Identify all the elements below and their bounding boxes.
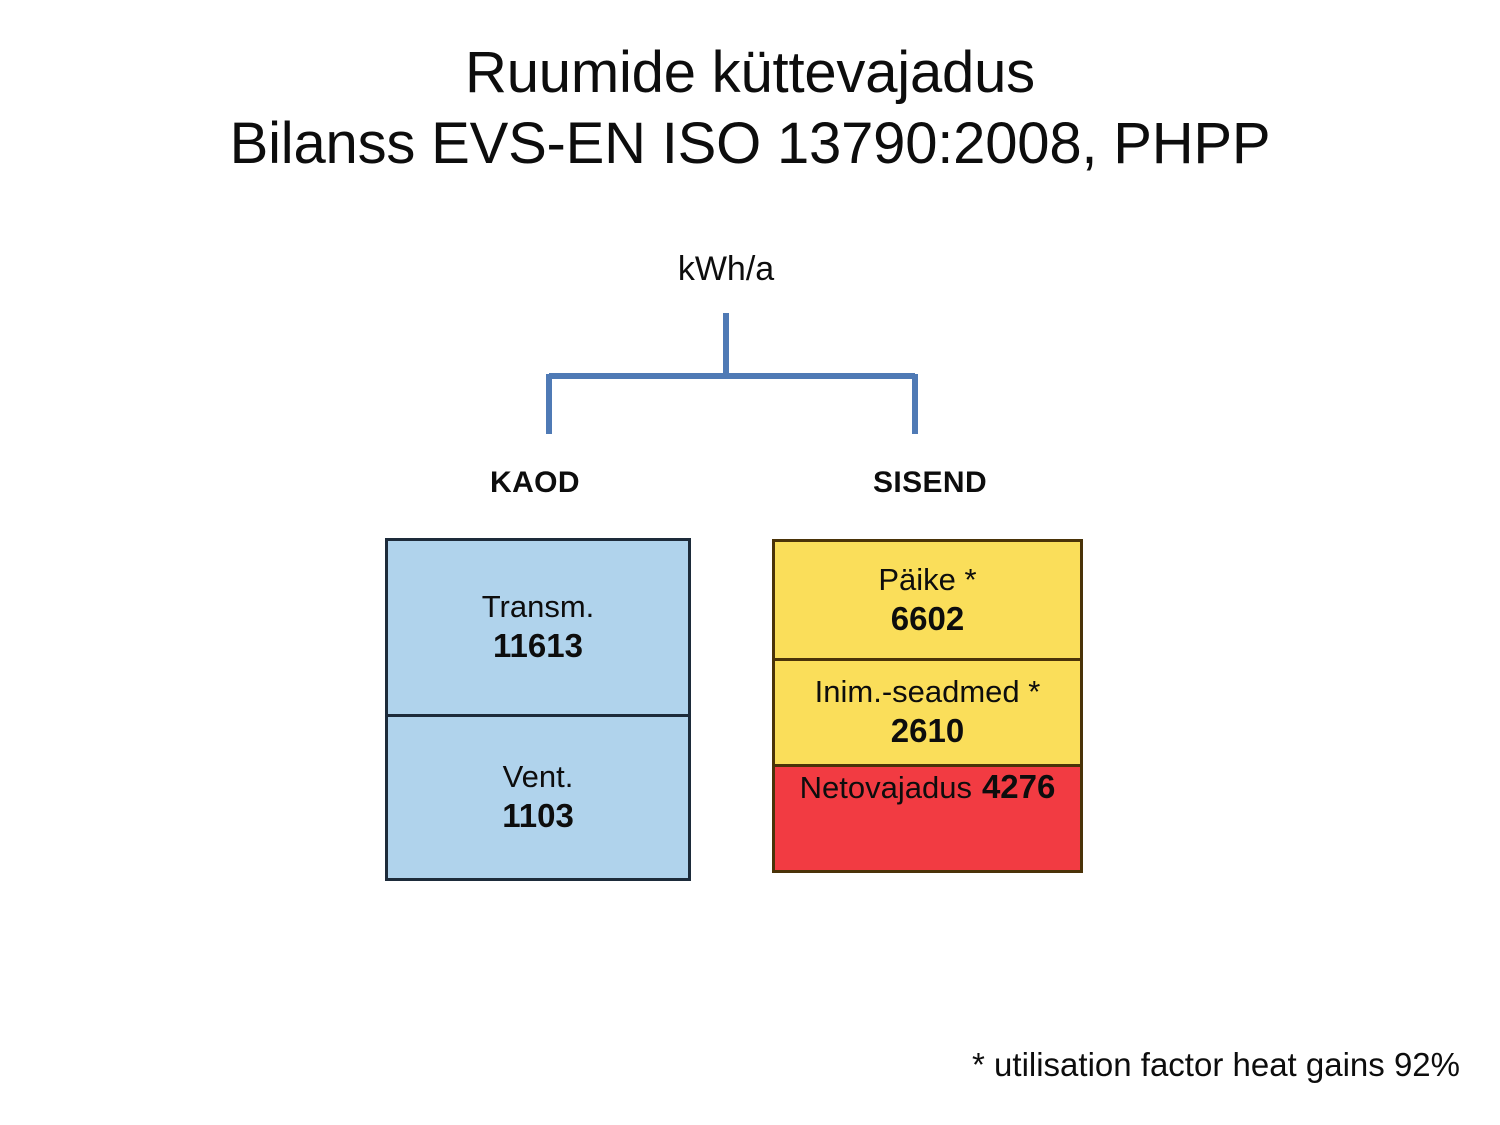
segment-label: Päike *: [878, 561, 977, 597]
segment-label: Vent.: [502, 759, 574, 795]
segment-value: 2610: [890, 712, 965, 750]
gains-segment-solar: Päike * 6602: [775, 542, 1080, 661]
segment-value: 6602: [890, 599, 965, 637]
title-line-1: Ruumide küttevajadus: [465, 40, 1035, 105]
segment-label: Inim.-seadmed *: [814, 674, 1041, 710]
losses-segment-ventilation: Vent. 1103: [388, 717, 688, 878]
gains-segment-internal: Inim.-seadmed * 2610: [775, 661, 1080, 767]
column-header-gains: SISEND: [872, 466, 988, 499]
page-title: Ruumide küttevajadus Bilanss EVS-EN ISO …: [0, 38, 1500, 180]
losses-stack: Transm. 11613 Vent. 1103: [385, 538, 691, 881]
losses-segment-transmission: Transm. 11613: [388, 541, 688, 717]
unit-label: kWh/a: [677, 250, 775, 288]
footnote: * utilisation factor heat gains 92%: [972, 1046, 1460, 1083]
title-line-2: Bilanss EVS-EN ISO 13790:2008, PHPP: [229, 110, 1271, 176]
bracket-connector-svg: [546, 313, 918, 434]
segment-value: 11613: [493, 627, 583, 665]
bracket-connector: [540, 310, 924, 440]
segment-label: Transm.: [481, 589, 595, 625]
column-header-losses: KAOD: [490, 466, 580, 499]
segment-value: 4276: [981, 768, 1056, 805]
segment-value: 1103: [502, 797, 574, 835]
gains-stack: Päike * 6602 Inim.-seadmed * 2610 Netova…: [772, 539, 1083, 873]
gains-segment-net-demand: Netovajadus 4276: [775, 767, 1080, 870]
segment-label: Netovajadus: [799, 770, 972, 805]
